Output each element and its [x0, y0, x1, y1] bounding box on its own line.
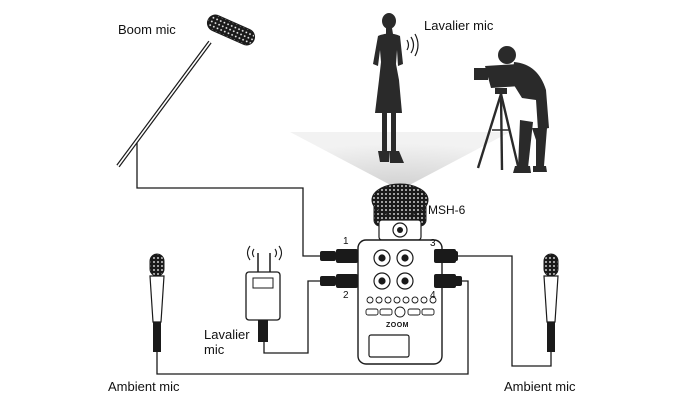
input-number-4: 4: [430, 290, 436, 301]
ambient-mic-right: [543, 253, 559, 352]
cable-ambient-right: [450, 255, 552, 367]
woman-silhouette: [373, 13, 404, 163]
label-msh6: MSH-6: [428, 203, 466, 217]
boom-windscreen: [206, 14, 256, 46]
label-lavalier-mic-bottom: Lavalier mic: [204, 327, 250, 357]
cameraman-silhouette: [474, 46, 549, 173]
input-number-3: 3: [430, 238, 436, 249]
recorder-screen: [368, 334, 410, 358]
cable-boom: [136, 143, 320, 257]
label-lavalier-line1: Lavalier: [204, 327, 250, 342]
input-number-2: 2: [343, 290, 349, 301]
zoom-h6-recorder: [357, 219, 443, 365]
input-knobs: [373, 249, 414, 290]
label-ambient-mic-right: Ambient mic: [504, 379, 576, 394]
input-number-1: 1: [343, 236, 349, 247]
label-lavalier-line2: mic: [204, 342, 225, 357]
ambient-mic-left: [149, 253, 165, 352]
recorder-buttons: [365, 296, 437, 318]
lavalier-signal-icon: [406, 33, 419, 57]
input-jacks: [320, 249, 462, 288]
tripod: [476, 93, 520, 171]
lavalier-receiver: [245, 253, 281, 342]
cable-lavalier: [263, 280, 320, 354]
receiver-signal-icon: [246, 245, 283, 261]
label-lavalier-mic-top: Lavalier mic: [424, 18, 494, 33]
label-ambient-mic-left: Ambient mic: [108, 379, 180, 394]
boom-mic: [116, 14, 256, 168]
msh6-mic-capsule: [371, 183, 429, 227]
label-boom-mic: Boom mic: [118, 22, 176, 37]
recorder-brand-logo: ZOOM: [386, 322, 409, 329]
